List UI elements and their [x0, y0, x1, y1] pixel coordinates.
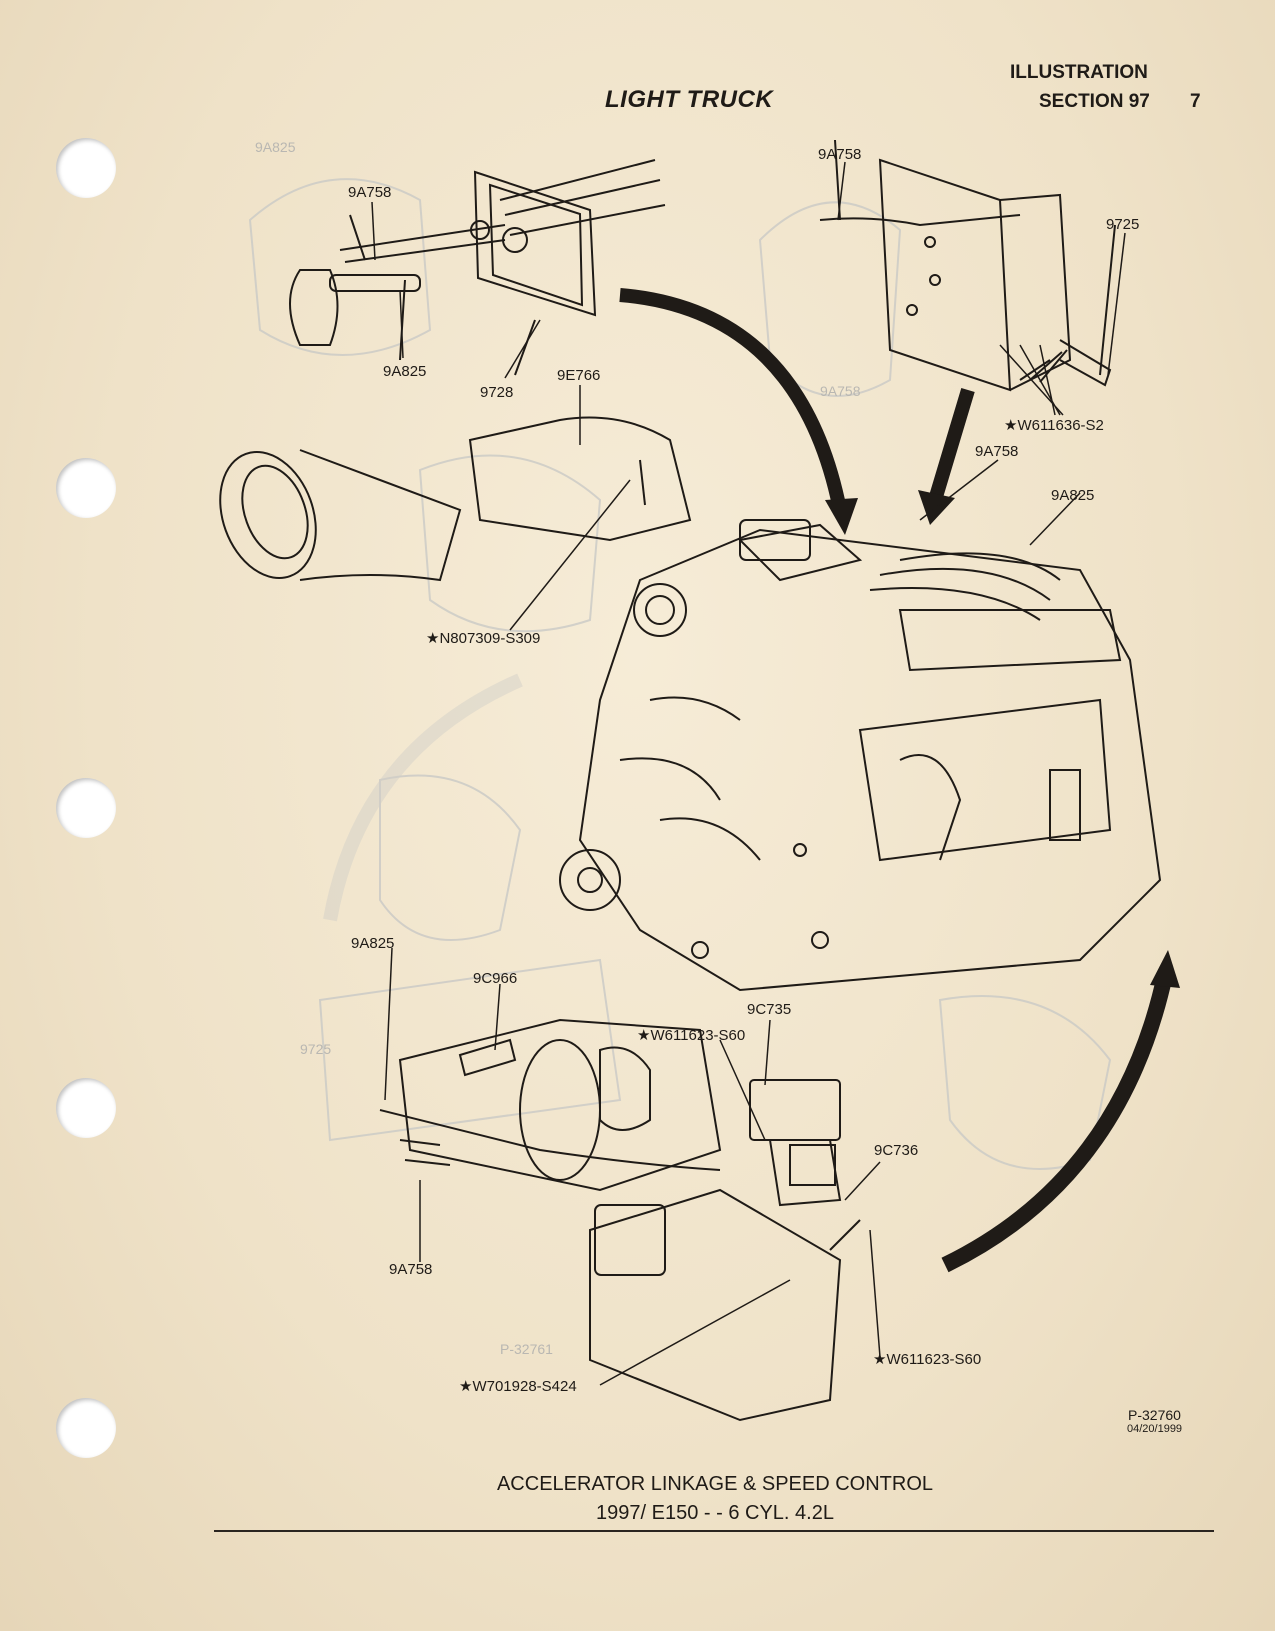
callout-9a825: 9A825	[383, 363, 426, 380]
callout-9728: 9728	[480, 384, 513, 401]
callout-9a758: 9A758	[818, 146, 861, 163]
speed-control-assembly	[379, 1018, 861, 1422]
callout-9a825: 9A825	[351, 935, 394, 952]
engine-block	[559, 519, 1162, 992]
binder-hole	[56, 1078, 116, 1138]
callout-9a758: 9A758	[348, 184, 391, 201]
illustration-label: ILLUSTRATION	[1010, 62, 1148, 83]
bleed-through-layer	[248, 178, 1112, 1170]
callout-9a758: 9A758	[389, 1261, 432, 1278]
illustration-date: 04/20/1999	[1127, 1423, 1183, 1435]
caption-rule	[214, 1530, 1214, 1532]
air-intake-duct	[219, 416, 692, 582]
caption-line-1: ACCELERATOR LINKAGE & SPEED CONTROL	[496, 1473, 934, 1495]
bleed-label: 9A758	[820, 383, 861, 399]
callout-w701928: ★W701928-S424	[459, 1378, 577, 1395]
caption-line-2: 1997/ E150 - - 6 CYL. 4.2L	[596, 1502, 834, 1524]
callout-9a758: 9A758	[975, 443, 1018, 460]
binder-hole	[56, 1398, 116, 1458]
binder-hole	[56, 778, 116, 838]
page-title: LIGHT TRUCK	[605, 86, 774, 113]
callout-n807309: ★N807309-S309	[426, 630, 540, 647]
callout-9725: 9725	[1106, 216, 1139, 233]
section-label: SECTION 97	[1039, 91, 1150, 112]
callout-9a825: 9A825	[1051, 487, 1094, 504]
callout-w611623: ★W611623-S60	[873, 1351, 981, 1368]
binder-hole	[56, 138, 116, 198]
bleed-label: 9725	[300, 1041, 331, 1057]
callout-9c736: 9C736	[874, 1142, 918, 1159]
page-number: 7	[1190, 91, 1201, 112]
illustration-part-number: P-32760	[1128, 1407, 1181, 1423]
callout-9c735: 9C735	[747, 1001, 791, 1018]
callout-w611636: ★W611636-S2	[1004, 417, 1104, 434]
callout-9c966: 9C966	[473, 970, 517, 987]
callout-9e766: 9E766	[557, 367, 600, 384]
leader-lines	[371, 161, 1126, 1386]
cable-bracket-assembly	[819, 139, 1116, 392]
bleed-through-labels: 9A825 9725 9A758 P-32761	[255, 139, 861, 1357]
callout-labels: 9A758 9A825 9728 9E766 ★N807309-S309 9A7…	[348, 146, 1139, 1395]
accelerator-pedal-assembly	[289, 159, 666, 376]
bleed-label: 9A825	[255, 139, 296, 155]
binder-hole	[56, 458, 116, 518]
callout-w611623: ★W611623-S60	[637, 1027, 745, 1044]
bleed-label: P-32761	[500, 1341, 553, 1357]
